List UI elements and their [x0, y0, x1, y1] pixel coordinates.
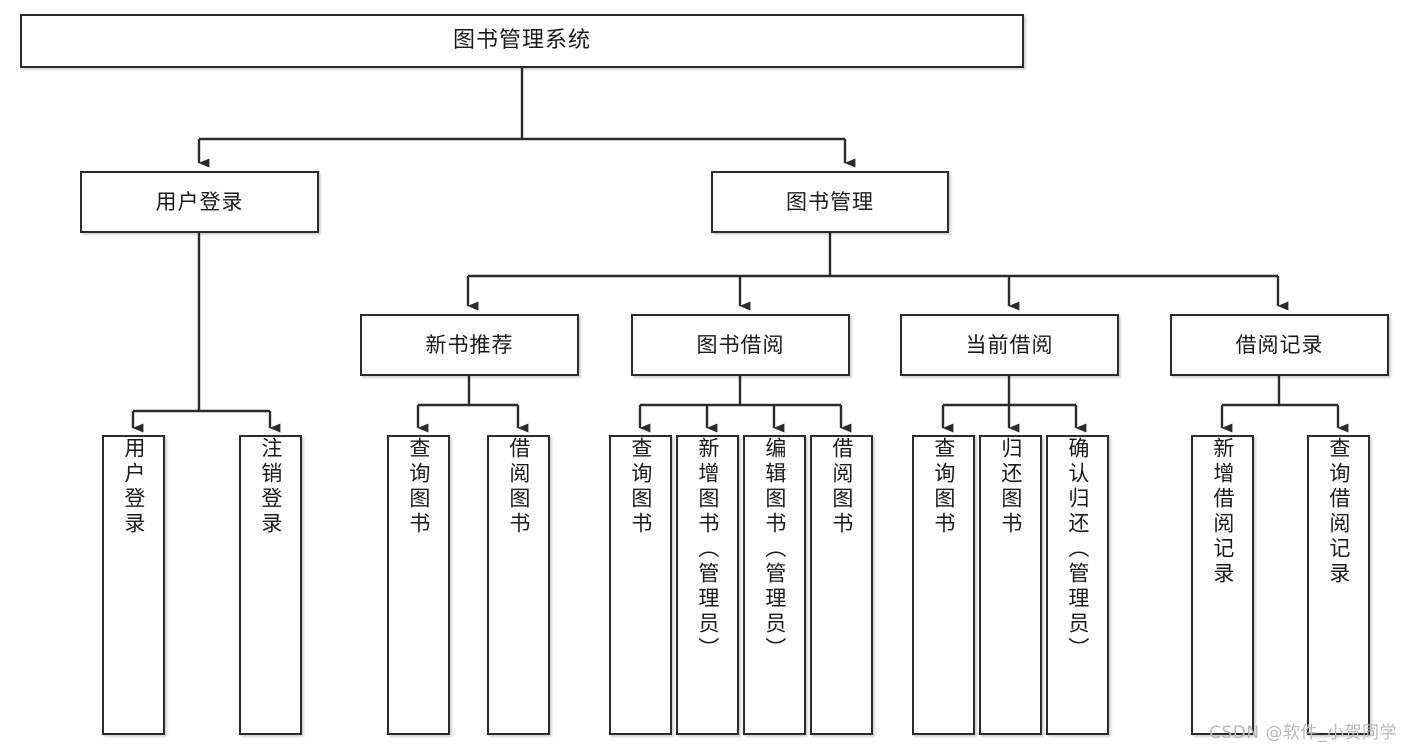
node-leaf-query-book-2[interactable]: 查询图书 [609, 435, 672, 735]
node-label: 新增图书（管理员） [695, 437, 720, 662]
node-user-login[interactable]: 用户登录 [80, 171, 319, 233]
node-label: 确认归还（管理员） [1065, 437, 1090, 662]
node-label: 查询图书 [628, 437, 653, 537]
node-label: 用户登录 [155, 189, 244, 214]
node-label: 新书推荐 [425, 332, 514, 357]
node-leaf-query-book-3[interactable]: 查询图书 [912, 435, 975, 735]
node-book-management-system[interactable]: 图书管理系统 [20, 14, 1024, 68]
node-leaf-return-book[interactable]: 归还图书 [979, 435, 1042, 735]
node-leaf-query-record[interactable]: 查询借阅记录 [1307, 435, 1370, 735]
node-leaf-borrow-book-2[interactable]: 借阅图书 [810, 435, 873, 735]
node-borrow-record[interactable]: 借阅记录 [1170, 314, 1389, 376]
node-label: 当前借阅 [965, 332, 1054, 357]
node-label: 图书管理系统 [452, 28, 591, 54]
node-label: 归还图书 [998, 437, 1023, 537]
node-label: 查询图书 [931, 437, 956, 537]
node-book-management[interactable]: 图书管理 [711, 171, 949, 233]
node-leaf-add-book[interactable]: 新增图书（管理员） [676, 435, 739, 735]
node-label: 新增借阅记录 [1210, 437, 1235, 587]
node-leaf-user-login[interactable]: 用户登录 [102, 435, 165, 735]
watermark: CSDN @软件_小贺同学 [1209, 723, 1397, 743]
node-leaf-edit-book[interactable]: 编辑图书（管理员） [743, 435, 806, 735]
node-label: 图书管理 [786, 189, 874, 214]
node-leaf-borrow-book-1[interactable]: 借阅图书 [487, 435, 550, 735]
node-label: 借阅图书 [829, 437, 854, 537]
node-label: 查询图书 [406, 437, 431, 537]
node-label: 用户登录 [121, 437, 146, 537]
node-current-borrow[interactable]: 当前借阅 [900, 314, 1119, 376]
node-label: 查询借阅记录 [1326, 437, 1351, 587]
node-label: 注销登录 [258, 437, 283, 537]
node-label: 编辑图书（管理员） [762, 437, 787, 662]
node-leaf-add-record[interactable]: 新增借阅记录 [1191, 435, 1254, 735]
node-leaf-confirm-return[interactable]: 确认归还（管理员） [1046, 435, 1109, 735]
node-label: 借阅图书 [506, 437, 531, 537]
node-label: 借阅记录 [1235, 332, 1324, 357]
node-new-book-recommend[interactable]: 新书推荐 [360, 314, 579, 376]
node-leaf-query-book-1[interactable]: 查询图书 [387, 435, 450, 735]
node-label: 图书借阅 [696, 332, 785, 357]
node-book-borrow[interactable]: 图书借阅 [631, 314, 850, 376]
node-leaf-logout[interactable]: 注销登录 [239, 435, 302, 735]
